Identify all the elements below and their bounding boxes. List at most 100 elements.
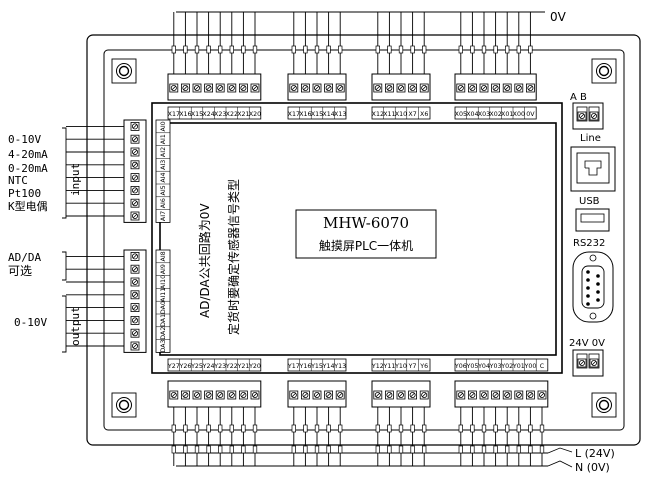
- terminal-label: X17: [168, 111, 180, 118]
- terminal-screw: [335, 390, 345, 400]
- terminal-label: Y21: [236, 363, 249, 370]
- mount-hole-br: [591, 392, 617, 418]
- bottom-rail-l-label: L (24V): [575, 447, 615, 460]
- terminal-label: Y15: [310, 363, 323, 370]
- terminal-label: X22: [226, 111, 238, 118]
- terminal-screw: [373, 83, 383, 93]
- db9-pin: [586, 278, 590, 282]
- terminal-screw: [192, 83, 202, 93]
- note-sensor-type: 定货时要确定传感器信号类型: [226, 179, 241, 335]
- terminal-screw: [456, 390, 466, 400]
- terminal-label: 0V: [526, 111, 535, 118]
- terminal-label: DA3: [160, 339, 167, 352]
- svg-text:可选: 可选: [8, 264, 32, 278]
- terminal-label: Y20: [248, 363, 261, 370]
- terminal-screw: [130, 341, 140, 351]
- terminal-screw: [130, 277, 140, 287]
- mount-hole-tl: [111, 58, 137, 84]
- svg-text:RS232: RS232: [573, 238, 605, 249]
- terminal-screw: [491, 390, 501, 400]
- terminal-screw: [514, 390, 524, 400]
- terminal-label: Y7: [408, 363, 417, 370]
- svg-text:USB: USB: [579, 196, 600, 207]
- terminal-label: AI9: [160, 264, 167, 274]
- left-terminal-blocks: AI0AI1AI2AI3AI4AI5AI6AI7AI8AI9AI10AI11DA…: [66, 119, 171, 353]
- terminal-screw: [250, 83, 260, 93]
- terminal-label: Y13: [333, 363, 346, 370]
- terminal-screw: [312, 83, 322, 93]
- svg-text:0-10V: 0-10V: [14, 316, 47, 329]
- terminal-label: DA1: [160, 314, 167, 327]
- terminal-screw: [502, 83, 512, 93]
- terminal-label: AI3: [160, 160, 167, 170]
- terminal-label: AI8: [160, 251, 167, 261]
- terminal-screw: [130, 251, 140, 261]
- terminal-label: X13: [334, 111, 346, 118]
- terminal-screw: [238, 390, 248, 400]
- terminal-label: X02: [489, 111, 501, 118]
- db9-pin: [596, 298, 600, 302]
- terminal-label: Y24: [202, 363, 215, 370]
- rs485-terminal: A B: [570, 92, 604, 130]
- board-area: [151, 102, 563, 374]
- terminal-screw: [491, 83, 501, 93]
- terminal-label: X24: [202, 111, 214, 118]
- inner-frame: [103, 49, 625, 431]
- terminal-label: Y16: [298, 363, 311, 370]
- top-rail-label: 0V: [550, 10, 567, 24]
- terminal-screw: [289, 83, 299, 93]
- terminal-label: X10: [395, 111, 407, 118]
- model-subtitle: 触摸屏PLC一体机: [319, 239, 413, 253]
- terminal-screw: [169, 390, 179, 400]
- terminal-screw: [215, 83, 225, 93]
- terminal-label: X7: [408, 111, 416, 118]
- terminal-label: Y12: [371, 363, 384, 370]
- svg-text:input: input: [69, 163, 82, 196]
- terminal-screw: [384, 83, 394, 93]
- terminal-label: Y05: [465, 363, 478, 370]
- db9-pin: [586, 286, 590, 290]
- mount-hole-tr: [591, 58, 617, 84]
- terminal-screw: [130, 303, 140, 313]
- model-box: [295, 209, 437, 259]
- power-terminal: 24V 0V: [569, 338, 605, 377]
- terminal-label: Y00: [523, 363, 536, 370]
- terminal-label: Y25: [190, 363, 203, 370]
- terminal-screw: [130, 147, 140, 157]
- terminal-label: X05: [455, 111, 467, 118]
- terminal-label: Y11: [382, 363, 395, 370]
- terminal-screw: [192, 390, 202, 400]
- terminal-label: X21: [237, 111, 249, 118]
- terminal-screw: [312, 390, 322, 400]
- usb-port[interactable]: USB: [575, 196, 610, 232]
- terminal-screw: [238, 83, 248, 93]
- terminal-label: X12: [372, 111, 384, 118]
- terminal-screw: [250, 390, 260, 400]
- svg-text:AD/DA: AD/DA: [8, 251, 41, 264]
- terminal-screw: [215, 390, 225, 400]
- terminal-screw: [130, 185, 140, 195]
- terminal-label: Y14: [322, 363, 335, 370]
- terminal-label: X15: [311, 111, 323, 118]
- terminal-label: C: [540, 363, 545, 370]
- terminal-label: AI1: [160, 134, 167, 144]
- terminal-label: X17: [288, 111, 300, 118]
- terminal-screw: [289, 390, 299, 400]
- terminal-screw: [384, 390, 394, 400]
- ethernet-port[interactable]: Line: [570, 133, 616, 192]
- terminal-label: X00: [513, 111, 525, 118]
- terminal-screw: [408, 390, 418, 400]
- terminal-screw: [467, 390, 477, 400]
- terminal-screw: [130, 160, 140, 170]
- terminal-label: Y6: [419, 363, 428, 370]
- rs232-port[interactable]: RS232: [572, 238, 614, 323]
- bottom-rail-n-label: N (0V): [575, 461, 610, 474]
- db9-pin: [586, 294, 590, 298]
- terminal-label: X03: [478, 111, 490, 118]
